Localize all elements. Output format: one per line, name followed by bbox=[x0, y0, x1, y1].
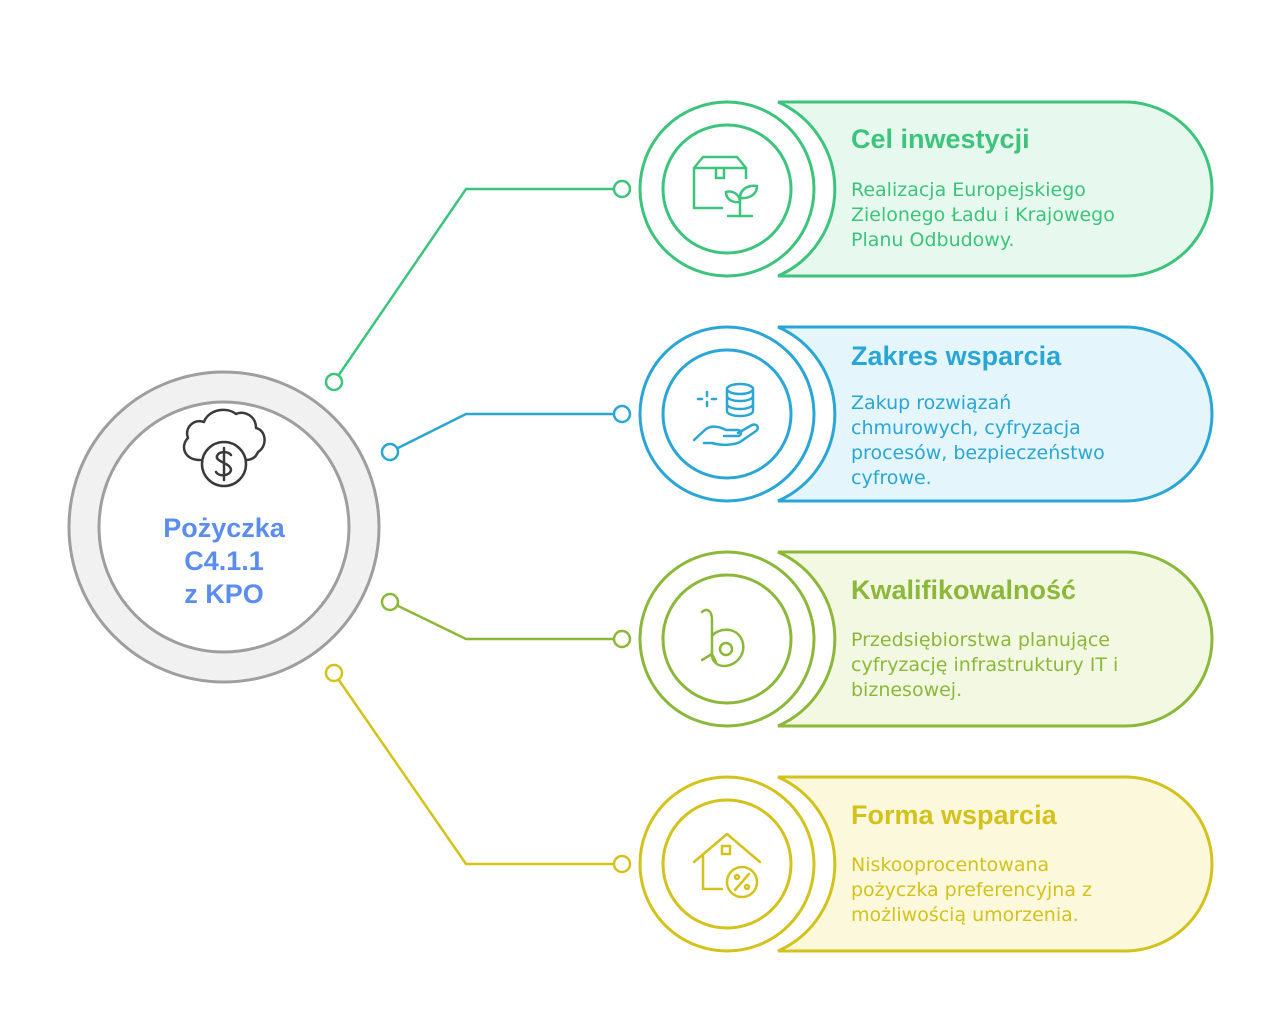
card-desc-line: cyfryzację infrastruktury IT i bbox=[851, 654, 1119, 676]
connector-line-forma bbox=[332, 672, 622, 866]
bitcoin-b-icon bbox=[700, 608, 745, 668]
card-desc-line: Planu Odbudowy. bbox=[851, 229, 1015, 251]
center-title-line: Pożyczka bbox=[163, 513, 285, 543]
card-kwalifikowalnosc bbox=[638, 550, 1214, 728]
card-desc-line: biznesowej. bbox=[851, 679, 963, 701]
card-desc-line: Przedsiębiorstwa planujące bbox=[851, 629, 1110, 651]
connectors bbox=[332, 187, 622, 866]
connector-dot bbox=[324, 372, 344, 392]
card-desc-line: chmurowych, cyfryzacja bbox=[851, 417, 1081, 439]
card-zakres-wsparcia bbox=[638, 325, 1214, 503]
center-node bbox=[67, 370, 381, 684]
card-cel-inwestycji bbox=[638, 100, 1214, 278]
card-desc-line: możliwością umorzenia. bbox=[851, 904, 1079, 926]
card-title-zakres-wsparcia: Zakres wsparcia bbox=[851, 341, 1062, 371]
card-title-forma-wsparcia: Forma wsparcia bbox=[851, 800, 1057, 830]
center-title-line: C4.1.1 bbox=[184, 546, 264, 576]
card-forma-wsparcia bbox=[638, 775, 1214, 953]
hand-database-icon bbox=[692, 382, 760, 447]
center-title-line: z KPO bbox=[184, 579, 264, 609]
card-desc-kwalifikowalnosc: Przedsiębiorstwa planujące cyfryzację in… bbox=[851, 628, 1181, 703]
card-desc-line: Zielonego Ładu i Krajowego bbox=[851, 204, 1115, 226]
card-desc-zakres-wsparcia: Zakup rozwiązań chmurowych, cyfryzacja p… bbox=[851, 391, 1181, 491]
card-title-cel-inwestycji: Cel inwestycji bbox=[851, 124, 1030, 154]
card-desc-line: Niskooprocentowana bbox=[851, 854, 1050, 876]
card-desc-line: Zakup rozwiązań bbox=[851, 392, 1012, 414]
connector-line-zakres bbox=[389, 412, 622, 454]
card-desc-line: procesów, bezpieczeństwo bbox=[851, 442, 1105, 464]
cloud-dollar-icon bbox=[182, 408, 266, 488]
card-desc-line: cyfrowe. bbox=[851, 467, 932, 489]
connector-dots bbox=[324, 179, 632, 874]
connector-dot bbox=[612, 629, 632, 649]
house-percent-icon bbox=[692, 832, 762, 899]
card-title-kwalifikowalnosc: Kwalifikowalność bbox=[851, 575, 1077, 605]
connector-line-kwalifikowalnosc bbox=[389, 600, 622, 641]
card-desc-cel-inwestycji: Realizacja Europejskiego Zielonego Ładu … bbox=[851, 178, 1181, 253]
connector-dot bbox=[380, 592, 400, 612]
card-desc-line: pożyczka preferencyjna z bbox=[851, 879, 1092, 901]
card-desc-forma-wsparcia: Niskooprocentowana pożyczka preferencyjn… bbox=[851, 853, 1181, 928]
connector-dot bbox=[612, 404, 632, 424]
connector-line-cel bbox=[332, 187, 622, 383]
connector-dot bbox=[612, 179, 632, 199]
card-desc-line: Realizacja Europejskiego bbox=[851, 179, 1086, 201]
connector-dot bbox=[324, 663, 344, 683]
center-title: Pożyczka C4.1.1 z KPO bbox=[124, 512, 324, 611]
connector-dot bbox=[380, 442, 400, 462]
box-plant-icon bbox=[692, 155, 759, 218]
connector-dot bbox=[612, 854, 632, 874]
